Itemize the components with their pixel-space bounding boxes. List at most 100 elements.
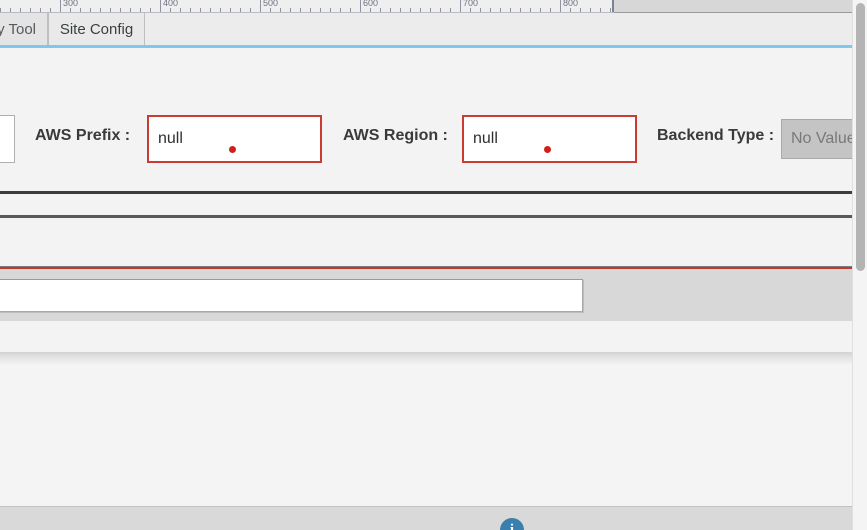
ruler-major-tick (560, 0, 561, 12)
aws-prefix-value: null (158, 130, 183, 147)
ruler-minor-tick (580, 8, 581, 12)
ruler-label: 500 (263, 0, 279, 8)
aws-prefix-required-dot (229, 146, 236, 153)
ruler-minor-tick (380, 8, 381, 12)
vertical-scrollbar-thumb[interactable] (856, 3, 865, 271)
ruler-minor-tick (540, 8, 541, 12)
ruler-minor-tick (250, 8, 251, 12)
ruler-end-caret (612, 0, 614, 12)
ruler-active-region (0, 0, 614, 13)
panel-gap-area (0, 221, 867, 266)
ruler-minor-tick (20, 8, 21, 12)
ruler-minor-tick (370, 8, 371, 12)
ruler-minor-tick (170, 8, 171, 12)
ruler-minor-tick (490, 8, 491, 12)
panel-shadow-divider (0, 352, 867, 364)
ruler-minor-tick (110, 8, 111, 12)
ruler-minor-tick (590, 8, 591, 12)
aws-region-value: null (473, 130, 498, 147)
ruler-minor-tick (310, 8, 311, 12)
ruler-minor-tick (190, 8, 191, 12)
ruler-minor-tick (320, 8, 321, 12)
ruler-minor-tick (70, 8, 71, 12)
tab-site-config-label: Site Config (59, 20, 134, 38)
ruler-minor-tick (140, 8, 141, 12)
aws-region-label: AWS Region : (343, 127, 448, 144)
ruler-minor-tick (230, 8, 231, 12)
ruler-minor-tick (400, 8, 401, 12)
ruler-minor-tick (200, 8, 201, 12)
page-background (0, 364, 867, 506)
ruler-minor-tick (350, 8, 351, 12)
form-panel: AWS Prefix : null AWS Region : null Back… (0, 48, 867, 194)
ruler-minor-tick (180, 8, 181, 12)
ruler-minor-tick (420, 8, 421, 12)
ruler-label: 800 (563, 0, 579, 8)
ruler-minor-tick (510, 8, 511, 12)
ruler-inactive-region (614, 0, 867, 13)
ruler-minor-tick (220, 8, 221, 12)
tab-deploy-tool-label: y Tool (0, 20, 36, 38)
ruler-major-tick (60, 0, 61, 12)
ruler-minor-tick (300, 8, 301, 12)
ruler-minor-tick (570, 8, 571, 12)
ruler-minor-tick (550, 8, 551, 12)
aws-prefix-input[interactable]: null (147, 115, 322, 163)
tab-site-config[interactable]: Site Config (48, 13, 145, 45)
ruler-major-tick (260, 0, 261, 12)
vertical-scrollbar[interactable] (852, 0, 867, 530)
info-icon-glyph: i (509, 521, 515, 530)
ruler-label: 400 (163, 0, 179, 8)
aws-region-input[interactable]: null (462, 115, 637, 163)
ruler-major-tick (360, 0, 361, 12)
ruler-minor-tick (520, 8, 521, 12)
ruler-label: 600 (363, 0, 379, 8)
ruler-minor-tick (600, 8, 601, 12)
ruler-minor-tick (390, 8, 391, 12)
ruler-minor-tick (270, 8, 271, 12)
ruler-major-tick (160, 0, 161, 12)
tab-bar: y Tool Site Config (0, 13, 867, 48)
search-input[interactable] (0, 279, 583, 312)
ruler-minor-tick (80, 8, 81, 12)
panel-separator-strip (0, 197, 867, 218)
ruler-minor-tick (410, 8, 411, 12)
backend-type-label: Backend Type : (657, 127, 775, 144)
ruler-major-tick (460, 0, 461, 12)
ruler-minor-tick (150, 8, 151, 12)
red-divider-rule (0, 266, 867, 269)
footer-band (0, 506, 867, 530)
ruler-minor-tick (470, 8, 471, 12)
ruler-minor-tick (340, 8, 341, 12)
ruler-minor-tick (290, 8, 291, 12)
aws-prefix-label: AWS Prefix : (35, 127, 131, 144)
lower-panel (0, 321, 867, 352)
ruler-minor-tick (210, 8, 211, 12)
ruler-minor-tick (100, 8, 101, 12)
ruler-minor-tick (530, 8, 531, 12)
partial-field-left[interactable] (0, 115, 15, 163)
ruler-minor-tick (500, 8, 501, 12)
horizontal-ruler: 300 400 500 600 700 800 (0, 0, 867, 13)
ruler-minor-tick (120, 8, 121, 12)
info-icon[interactable]: i (500, 518, 524, 530)
ruler-minor-tick (610, 8, 611, 12)
ruler-minor-tick (280, 8, 281, 12)
ruler-minor-tick (40, 8, 41, 12)
ruler-minor-tick (90, 8, 91, 12)
ruler-minor-tick (480, 8, 481, 12)
ruler-minor-tick (30, 8, 31, 12)
aws-region-required-dot (544, 146, 551, 153)
ruler-minor-tick (440, 8, 441, 12)
ruler-minor-tick (130, 8, 131, 12)
ruler-label: 300 (63, 0, 79, 8)
ruler-minor-tick (450, 8, 451, 12)
ruler-minor-tick (240, 8, 241, 12)
ruler-minor-tick (0, 8, 1, 12)
backend-type-value: No Value (791, 130, 856, 147)
ruler-minor-tick (330, 8, 331, 12)
ruler-label: 700 (463, 0, 479, 8)
tab-deploy-tool[interactable]: y Tool (0, 13, 48, 45)
ruler-minor-tick (10, 8, 11, 12)
